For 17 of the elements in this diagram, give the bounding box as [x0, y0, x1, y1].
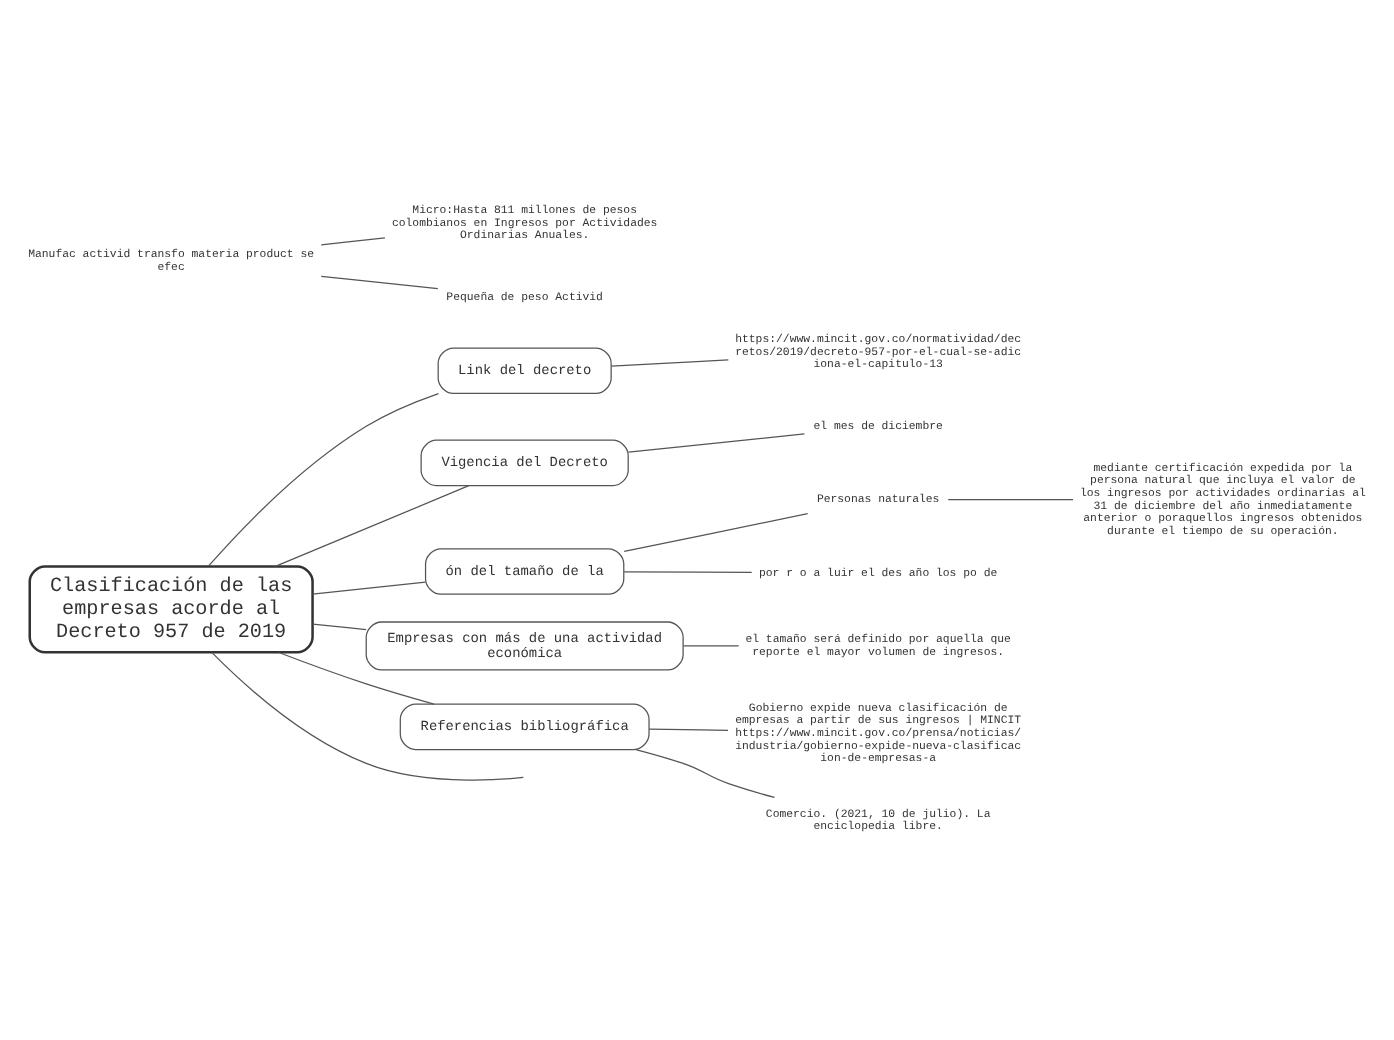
connector	[211, 651, 524, 780]
connector	[627, 432, 806, 452]
connector	[648, 727, 729, 731]
connector	[947, 497, 1074, 500]
connector	[320, 274, 439, 289]
connector	[320, 236, 386, 245]
connector	[623, 512, 809, 551]
node-box: Clasificación de las empresas acorde al Decreto 957 de 2019	[28, 564, 314, 653]
connector	[682, 644, 740, 646]
connector	[635, 747, 776, 798]
connector	[610, 358, 729, 366]
connector	[312, 622, 367, 630]
connector	[207, 391, 440, 566]
connector	[274, 484, 470, 567]
connector	[623, 570, 753, 572]
connector	[312, 580, 427, 594]
connector	[278, 650, 435, 704]
